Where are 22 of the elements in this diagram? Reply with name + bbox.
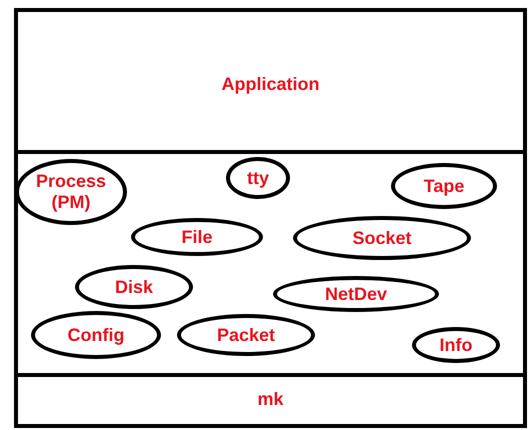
module-label: Process (PM) — [34, 171, 108, 213]
module-ellipse — [15, 159, 127, 225]
module-ellipse — [273, 276, 439, 312]
module-ellipse — [391, 163, 497, 209]
module-ellipse — [131, 218, 263, 256]
layer-label: Application — [220, 74, 320, 95]
module-label: File — [181, 226, 212, 248]
module-label: NetDev — [324, 284, 388, 304]
module-ellipse — [75, 265, 193, 309]
module-label: tty — [247, 168, 269, 188]
module-label: Packet — [216, 324, 276, 346]
module-ellipse — [177, 314, 315, 356]
module-label: Config — [68, 324, 124, 346]
module-label: Socket — [352, 228, 412, 248]
module-label: Info — [440, 334, 472, 356]
module-label: Disk — [114, 276, 154, 298]
module-ellipse — [226, 157, 290, 199]
module-ellipse — [31, 311, 161, 359]
module-ellipse — [293, 216, 471, 260]
module-ellipse — [412, 327, 500, 363]
layer-label: mk — [256, 389, 284, 410]
module-label: Tape — [424, 176, 464, 196]
